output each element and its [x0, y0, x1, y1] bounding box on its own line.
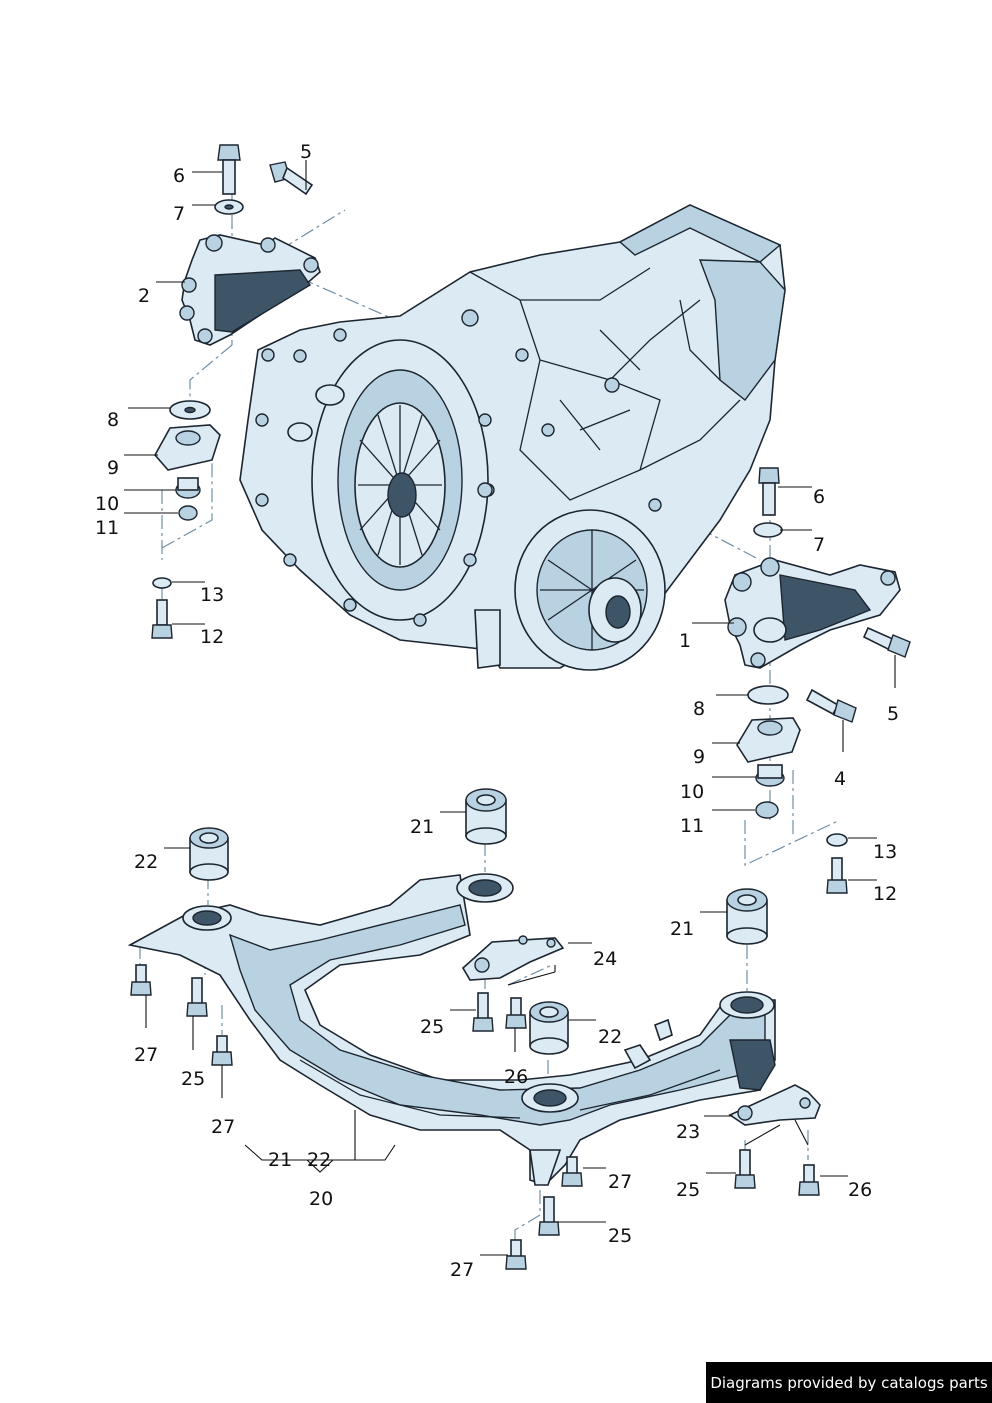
callout-5-right: 5 — [887, 703, 899, 725]
callout-11-left: 11 — [95, 517, 119, 539]
subframe — [127, 873, 776, 1186]
callout-26-right: 26 — [848, 1179, 872, 1201]
upper-fasteners — [151, 144, 911, 894]
callout-6-right: 6 — [813, 486, 825, 508]
callout-24: 24 — [593, 948, 617, 970]
callout-12-right: 12 — [873, 883, 897, 905]
callout-25-middle: 25 — [420, 1016, 444, 1038]
bushings — [189, 788, 768, 1055]
callout-27-left: 27 — [134, 1044, 158, 1066]
callout-21-right: 21 — [670, 918, 694, 940]
callout-22-left: 22 — [134, 851, 158, 873]
callout-26-middle: 26 — [504, 1066, 528, 1088]
callout-4: 4 — [834, 768, 846, 790]
leader-lines — [124, 160, 896, 1256]
callout-7-right: 7 — [813, 534, 825, 556]
callout-5-top: 5 — [300, 141, 312, 163]
lower-fasteners — [130, 964, 820, 1270]
callout-11-right: 11 — [680, 815, 704, 837]
callout-9-right: 9 — [693, 746, 705, 768]
callout-25-left: 25 — [181, 1068, 205, 1090]
callout-20: 20 — [309, 1188, 333, 1210]
callout-22-middle: 22 — [598, 1026, 622, 1048]
callout-27-left-low: 27 — [211, 1116, 235, 1138]
callout-25-bottom: 25 — [608, 1225, 632, 1247]
callout-1: 1 — [679, 630, 691, 652]
callout-21-top: 21 — [410, 816, 434, 838]
brackets — [461, 935, 821, 1126]
callout-7-left: 7 — [173, 203, 185, 225]
assembly-axis-lines — [139, 190, 841, 1245]
left-gearbox-mount — [179, 234, 321, 346]
callout-12-left: 12 — [200, 626, 224, 648]
callout-13-left: 13 — [200, 584, 224, 606]
callout-22-bottom: 22 — [307, 1149, 331, 1171]
callout-27-bottom: 27 — [450, 1259, 474, 1281]
callout-23: 23 — [676, 1121, 700, 1143]
right-gearbox-mount — [724, 557, 901, 669]
callout-labels: 1 2 4 5 5 6 6 7 7 8 8 9 9 10 10 11 11 12… — [95, 141, 899, 1281]
callout-8-left: 8 — [107, 409, 119, 431]
footer-credit: Diagrams provided by catalogs parts — [706, 1362, 992, 1403]
callout-13-right: 13 — [873, 841, 897, 863]
callout-8-right: 8 — [693, 698, 705, 720]
callout-2: 2 — [138, 285, 150, 307]
callout-10-left: 10 — [95, 493, 119, 515]
callout-21-bottom: 21 — [268, 1149, 292, 1171]
callout-10-right: 10 — [680, 781, 704, 803]
callout-9-left: 9 — [107, 457, 119, 479]
callout-25-right: 25 — [676, 1179, 700, 1201]
transmission-housing — [239, 204, 786, 671]
callout-6-left: 6 — [173, 165, 185, 187]
callout-27-middle: 27 — [608, 1171, 632, 1193]
